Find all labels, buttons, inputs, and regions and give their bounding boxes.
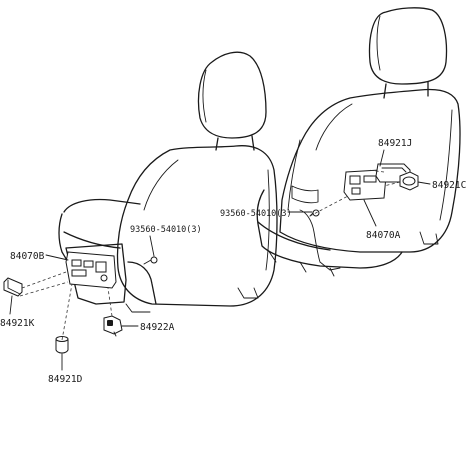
switch-knob-2: [83, 260, 94, 268]
part-84922A-switch: [103, 315, 123, 337]
label-84070B: 84070B: [10, 251, 45, 262]
label-84921K: 84921K: [0, 318, 35, 329]
part-84921K-knob: [3, 277, 23, 297]
label-84922A: 84922A: [140, 322, 175, 333]
label-84921C: 84921C: [432, 180, 466, 191]
switch-knob-1: [71, 259, 82, 267]
label-84921J: 84921J: [378, 138, 412, 149]
part-84921D-knob: [55, 336, 69, 354]
part-93560-screw-left: [143, 256, 158, 265]
left-seat: [58, 51, 278, 313]
label-84070A: 84070A: [366, 230, 401, 241]
label-93560-right: 93560-54010(3): [220, 209, 292, 219]
label-93560-left: 93560-54010(3): [130, 225, 202, 235]
part-84070A-switch-assembly: [343, 169, 387, 201]
part-84070B-switch-assembly: [65, 251, 117, 289]
callout-lines: [9, 149, 431, 371]
right-seat: [256, 7, 461, 277]
dashed-leaders: [19, 169, 401, 341]
switch-knob-4: [71, 269, 87, 277]
label-84921D: 84921D: [48, 374, 83, 385]
part-84921C-knob: [399, 171, 419, 191]
switch-knob-3: [95, 261, 107, 273]
